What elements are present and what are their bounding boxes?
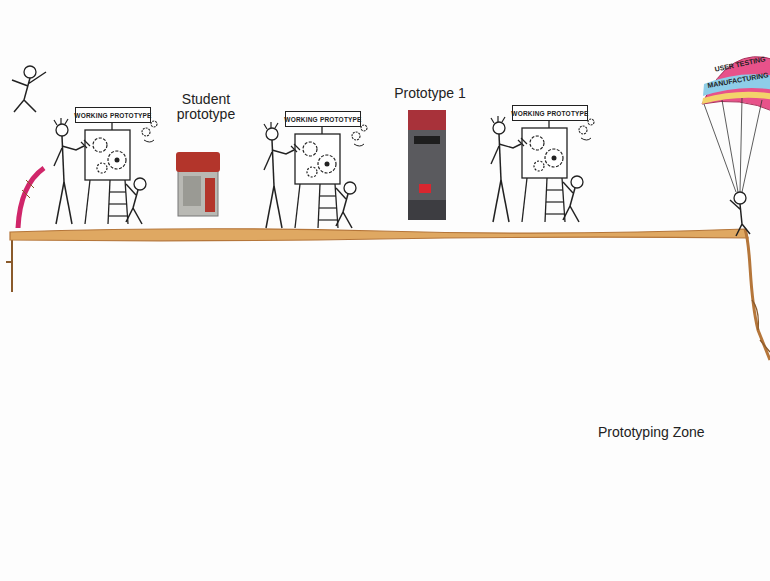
- caption-label: Student prototype: [166, 92, 246, 123]
- team-sketch: [54, 118, 157, 224]
- machine-body: [408, 110, 446, 220]
- caption-label: Prototype 1: [380, 86, 480, 101]
- arc-marks: [22, 180, 34, 198]
- machine-side: [205, 178, 215, 212]
- figure-head: [24, 66, 36, 78]
- figure-body: [730, 200, 750, 236]
- machine-top: [408, 110, 446, 130]
- right-cliff: [745, 229, 770, 360]
- machine-top: [176, 152, 220, 172]
- parachute: [702, 57, 770, 236]
- parachute-lines: [704, 98, 762, 192]
- pink-arc: [18, 168, 44, 228]
- plateau-ground: [10, 229, 748, 241]
- machine-body: [178, 166, 218, 216]
- sign-text: WORKING PROTOTYPE: [511, 110, 588, 117]
- caption-label: Prototyping Zone: [598, 425, 738, 440]
- sign-text: WORKING PROTOTYPE: [74, 112, 151, 119]
- sign-text: WORKING PROTOTYPE: [284, 116, 361, 123]
- machine-badge: [419, 184, 431, 193]
- machine-screen: [414, 136, 440, 144]
- sign-box: WORKING PROTOTYPE: [285, 111, 361, 127]
- leaping-figure: [12, 66, 46, 112]
- parachute-band: [702, 92, 770, 104]
- cliff-climber: [752, 300, 770, 352]
- team-sketch: [264, 122, 367, 228]
- sign-box: WORKING PROTOTYPE: [512, 105, 588, 121]
- prototype-machine: [408, 110, 446, 220]
- figure-body: [12, 72, 46, 112]
- team-sketch: [491, 116, 594, 222]
- left-cliff: [6, 232, 12, 292]
- student-prototype-machine: [176, 152, 220, 216]
- machine-panel: [183, 176, 201, 206]
- figure-head: [734, 192, 746, 204]
- sign-box: WORKING PROTOTYPE: [75, 107, 151, 123]
- machine-base: [408, 200, 446, 220]
